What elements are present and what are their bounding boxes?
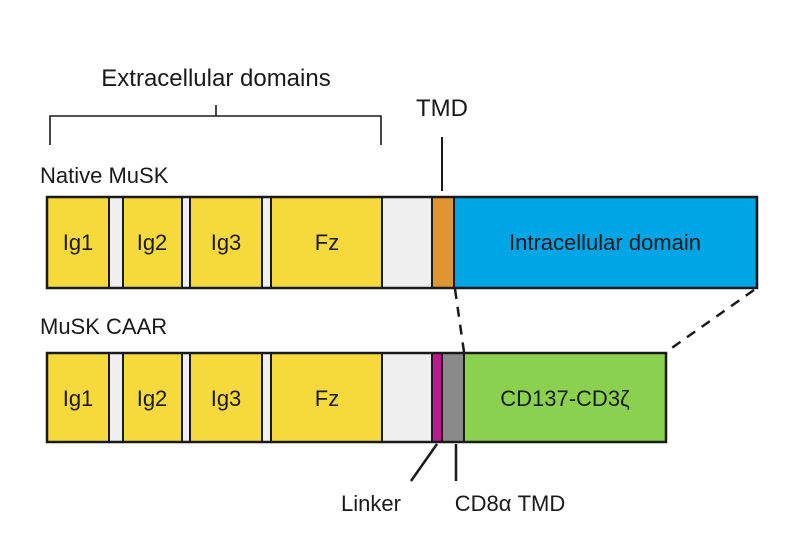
native-dividers: [108, 197, 455, 288]
native-ig1-domain: [47, 197, 109, 288]
caar-signaling-domain: [464, 353, 666, 442]
extracellular-bracket: [49, 105, 382, 145]
native-outline: [45, 195, 759, 290]
dashed-connector-tmd: [453, 288, 466, 353]
native-ig2-label: Ig2: [137, 230, 168, 255]
musk-caar-title: MuSK CAAR: [40, 314, 167, 339]
linker-pointer-line: [409, 443, 439, 482]
linker-label: Linker: [341, 491, 401, 516]
tmd-label: TMD: [416, 95, 468, 122]
caar-fz-domain: [271, 353, 382, 442]
caar-fz-label: Fz: [315, 386, 339, 411]
native-musk-bar: [45, 195, 759, 290]
native-spacer-2: [182, 197, 190, 288]
native-tmd: [432, 197, 454, 288]
caar-cd8-tmd: [442, 353, 464, 442]
native-spacer-1: [109, 197, 123, 288]
cd8a-tmd-label: CD8α TMD: [455, 491, 566, 516]
caar-ig3-domain: [190, 353, 262, 442]
caar-ig2-label: Ig2: [137, 386, 168, 411]
native-fz-label: Fz: [315, 230, 339, 255]
cd137-cd3z-label: CD137-CD3ζ: [500, 386, 630, 411]
caar-juxtamembrane: [382, 353, 432, 442]
intracellular-domain-label: Intracellular domain: [509, 230, 701, 255]
native-spacer-3: [262, 197, 271, 288]
dashed-connector-intracellular: [665, 288, 755, 354]
caar-ig3-label: Ig3: [211, 386, 242, 411]
caar-dividers: [108, 353, 465, 442]
caar-ig1-domain: [47, 353, 109, 442]
native-ig3-label: Ig3: [211, 230, 242, 255]
caar-spacer-3: [262, 353, 271, 442]
native-ig3-domain: [190, 197, 262, 288]
caar-spacer-1: [109, 353, 123, 442]
native-ig1-label: Ig1: [63, 230, 94, 255]
caar-ig2-domain: [123, 353, 182, 442]
caar-linker: [432, 353, 442, 442]
native-juxtamembrane: [382, 197, 432, 288]
caar-ig1-label: Ig1: [63, 386, 94, 411]
caar-spacer-2: [182, 353, 190, 442]
caar-outline: [45, 351, 668, 444]
native-musk-title: Native MuSK: [40, 163, 169, 188]
native-intracellular-domain: [454, 197, 757, 288]
native-ig2-domain: [123, 197, 182, 288]
extracellular-domains-label: Extracellular domains: [101, 65, 330, 92]
musk-caar-bar: [45, 351, 668, 444]
native-fz-domain: [271, 197, 382, 288]
